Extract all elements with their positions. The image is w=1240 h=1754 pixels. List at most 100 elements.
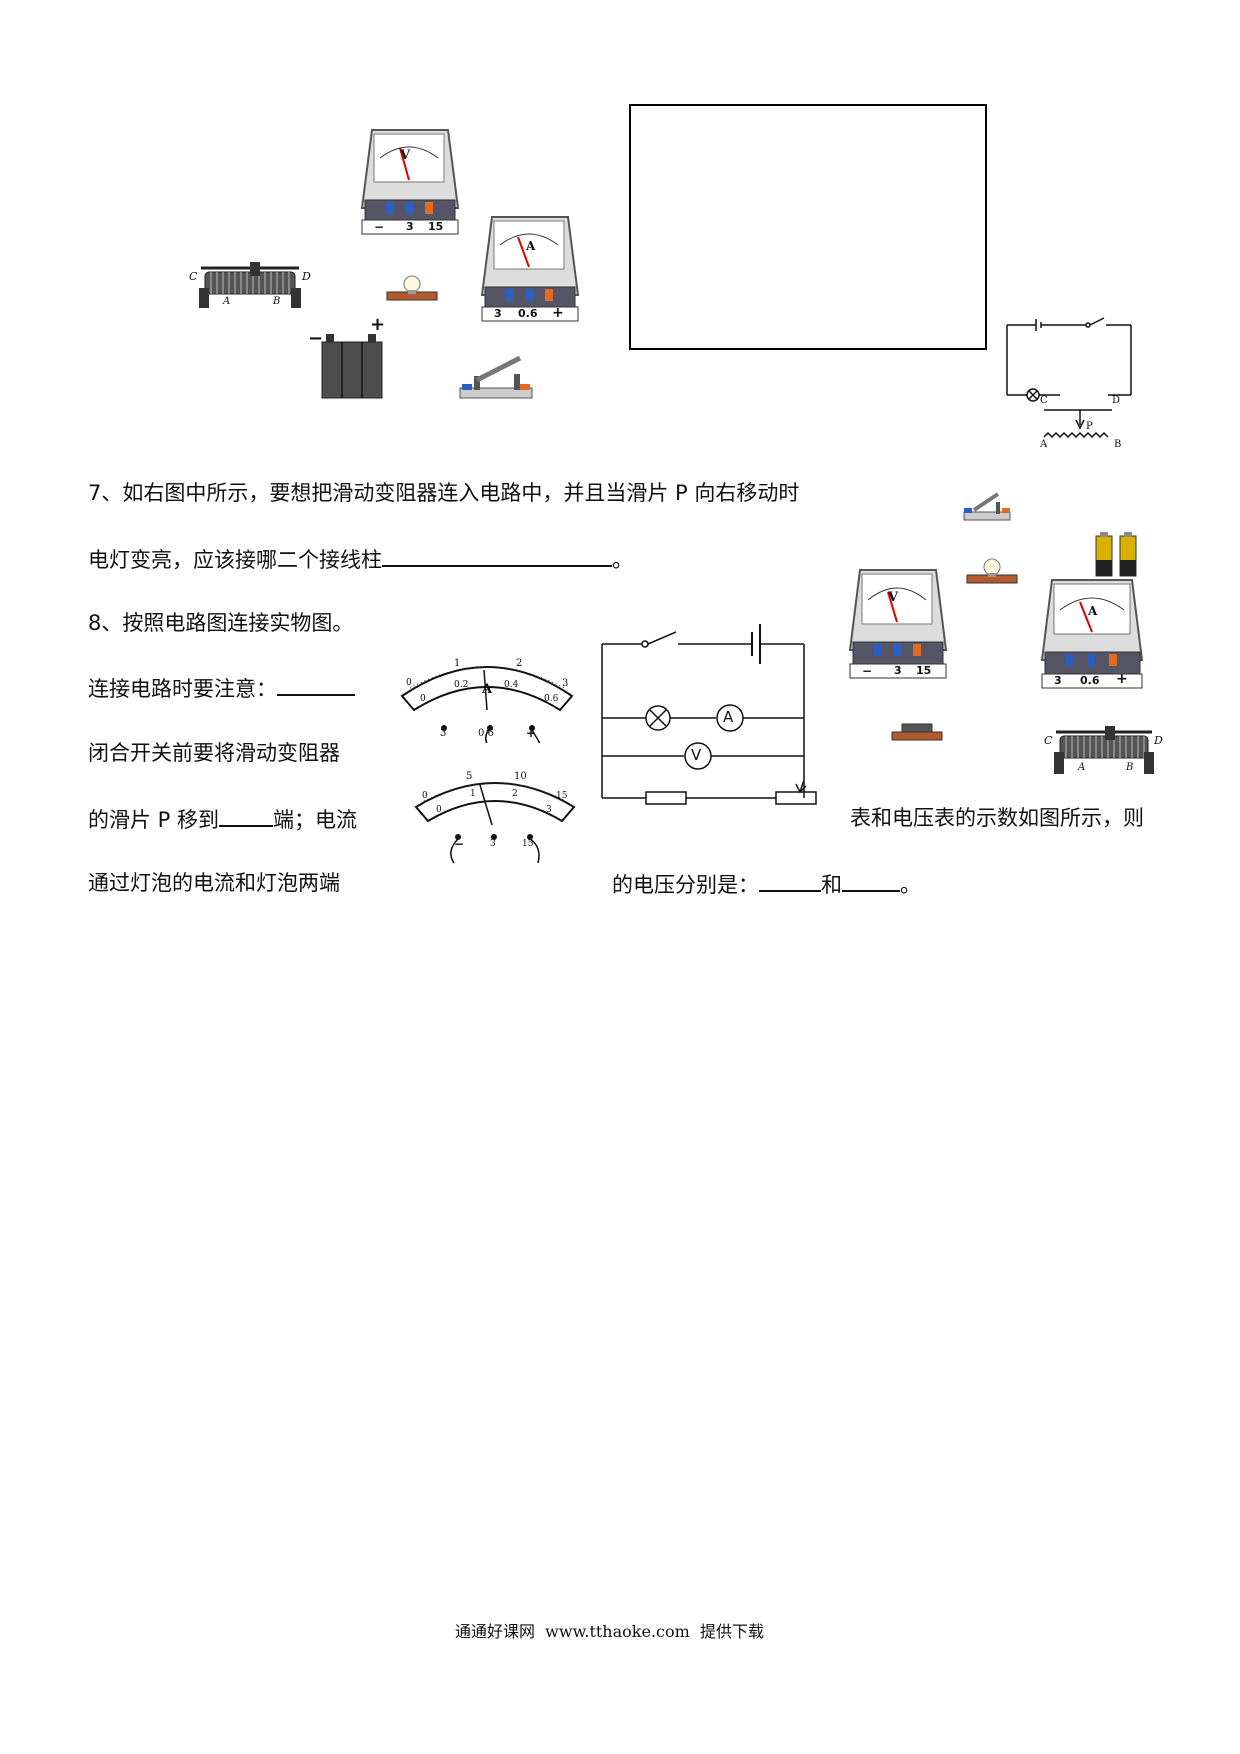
- switch-right-drawing: [963, 492, 1011, 521]
- ammeter-right: A 3 0.6 +: [1040, 578, 1145, 693]
- rheostat-right: C D A B: [1044, 722, 1163, 778]
- voltmeter-dial-bottom-0: 0: [436, 805, 442, 815]
- rheostat-top: C D A B: [189, 258, 311, 313]
- ammeter-top-drawing: [480, 216, 580, 322]
- q8-line-c-pre: 的滑片 P 移到: [88, 808, 220, 832]
- resistor-right: [890, 720, 945, 744]
- rheostat-top-drawing: [199, 262, 301, 308]
- battery-pack-top-drawing: [321, 334, 383, 399]
- q8-line-d-right: 的电压分别是：和。: [612, 870, 921, 898]
- voltmeter-top-terminal-3: 3: [406, 220, 414, 233]
- small-circuit-drawing: [1006, 317, 1132, 439]
- ammeter-dial: 0 1 2 3 0 0.2 A 0.4 0.6 3 0.6 +: [392, 648, 582, 749]
- voltmeter-right-terminal-15: 15: [916, 664, 932, 677]
- small-circuit-diagram: C D P A B: [1000, 315, 1135, 455]
- rheostat-top-label-c: C: [189, 270, 198, 283]
- q8-line-c-left: 的滑片 P 移到 端；电流: [88, 805, 357, 833]
- q8-line-c-right: 表和电压表的示数如图所示，则: [850, 806, 1144, 830]
- ammeter-top-letter: A: [526, 239, 536, 253]
- q7-answer-blank[interactable]: [382, 545, 612, 567]
- ammeter-dial-terminal-plus: +: [526, 726, 537, 740]
- ammeter-dial-terminal-3: 3: [440, 728, 447, 739]
- voltmeter-dial-top-15: 15: [556, 791, 568, 801]
- switch-top: [458, 350, 536, 402]
- ammeter-dial-top-0: 0: [406, 678, 412, 688]
- rheostat-top-label-b: B: [273, 296, 281, 307]
- q8-line-d-post: 。: [900, 873, 921, 897]
- drawing-answer-box: [629, 104, 987, 350]
- small-circuit-label-c: C: [1040, 395, 1048, 406]
- ammeter-dial-top-3: 3: [562, 678, 569, 689]
- voltmeter-right-terminal-3: 3: [894, 664, 902, 677]
- q8-voltage-blank[interactable]: [842, 870, 900, 892]
- rheostat-top-label-d: D: [302, 270, 311, 283]
- voltmeter-right-terminal-neg: −: [862, 664, 873, 678]
- switch-right: [962, 488, 1012, 524]
- small-circuit-label-a: A: [1040, 439, 1048, 450]
- voltmeter-dial-terminal-15: 15: [522, 839, 534, 849]
- q8-line-d-mid: 的电压分别是：: [612, 873, 759, 897]
- ammeter-right-terminal-3: 3: [1054, 674, 1062, 687]
- q8-note-blank[interactable]: [277, 674, 355, 696]
- ammeter-dial-top-2: 2: [516, 658, 523, 669]
- switch-top-drawing: [459, 355, 533, 399]
- ammeter-top-terminal-06: 0.6: [518, 307, 538, 320]
- q7-line2: 电灯变亮，应该接哪二个接线柱 。: [88, 545, 633, 573]
- voltmeter-dial-bottom-1: 1: [470, 789, 476, 799]
- battery-pack-top: − +: [308, 314, 388, 402]
- rheostat-right-label-c: C: [1044, 734, 1053, 747]
- q8-note-label: 连接电路时要注意：: [88, 677, 277, 701]
- ammeter-right-drawing: [1040, 579, 1144, 689]
- q8-title: 8、按照电路图连接实物图。: [88, 611, 354, 635]
- voltmeter-right: V − 3 15: [848, 568, 948, 683]
- ammeter-right-terminal-plus: +: [1116, 671, 1128, 687]
- q8-note-line: 连接电路时要注意：: [88, 674, 355, 702]
- q8-line-c-mid: 端；电流: [273, 808, 358, 832]
- ammeter-dial-terminal-06: 0.6: [478, 728, 494, 739]
- voltmeter-dial-terminal-3: 3: [490, 839, 496, 849]
- voltmeter-right-drawing: [848, 569, 948, 679]
- voltmeter-dial-top-0: 0: [422, 791, 428, 801]
- resistor-right-drawing: [891, 723, 943, 741]
- rheostat-right-label-b: B: [1126, 762, 1134, 773]
- voltmeter-top: V − 3 15: [360, 128, 460, 238]
- ammeter-dial-unit: A: [482, 682, 493, 697]
- q8-current-blank[interactable]: [759, 870, 821, 892]
- bulb-right-drawing: [966, 558, 1018, 584]
- bulb-top-drawing: [386, 275, 438, 301]
- q8-end-blank[interactable]: [219, 805, 274, 827]
- q8-circuit-diagram: A V: [600, 622, 825, 812]
- q8-line-b: 闭合开关前要将滑动变阻器: [88, 741, 340, 765]
- ammeter-dial-drawing: [400, 666, 574, 749]
- voltmeter-dial-bottom-2: 2: [512, 789, 518, 799]
- bulb-top: [385, 272, 440, 304]
- rheostat-right-label-a: A: [1078, 762, 1086, 773]
- q8-circuit-voltmeter-symbol: V: [691, 746, 702, 764]
- ammeter-right-terminal-06: 0.6: [1080, 674, 1100, 687]
- batteries-right-drawing: [1095, 532, 1137, 577]
- ammeter-dial-bottom-0: 0: [420, 694, 426, 704]
- ammeter-dial-top-1: 1: [454, 658, 461, 669]
- voltmeter-right-letter: V: [888, 590, 899, 605]
- small-circuit-label-d: D: [1112, 395, 1121, 406]
- q7-line2-post: 。: [612, 548, 633, 572]
- ammeter-top-terminal-plus: +: [552, 305, 564, 321]
- voltmeter-top-letter: V: [400, 148, 411, 163]
- voltmeter-dial-bottom-3: 3: [546, 805, 552, 815]
- ammeter-dial-bottom-02: 0.2: [454, 680, 469, 690]
- q7-line2-pre: 电灯变亮，应该接哪二个接线柱: [88, 548, 382, 572]
- q8-circuit-drawing: [601, 624, 817, 805]
- q7-line1: 7、如右图中所示，要想把滑动变阻器连入电路中，并且当滑片 P 向右移动时: [88, 481, 800, 505]
- battery-minus-sign: −: [308, 328, 324, 349]
- voltmeter-top-terminal-neg: −: [374, 220, 385, 234]
- voltmeter-dial-top-10: 10: [514, 771, 527, 782]
- bulb-right: [965, 555, 1020, 587]
- voltmeter-dial: 0 5 10 15 0 1 2 3 − 3 15: [410, 765, 580, 865]
- q8-line-d-left: 通过灯泡的电流和灯泡两端: [88, 871, 340, 895]
- small-circuit-label-p: P: [1086, 421, 1093, 432]
- ammeter-top-terminal-3: 3: [494, 307, 502, 320]
- voltmeter-dial-terminal-neg: −: [454, 837, 465, 851]
- small-circuit-label-b: B: [1114, 439, 1122, 450]
- voltmeter-dial-top-5: 5: [466, 771, 473, 782]
- page-footer: 通通好课网 www.tthaoke.com 提供下载: [455, 1622, 764, 1641]
